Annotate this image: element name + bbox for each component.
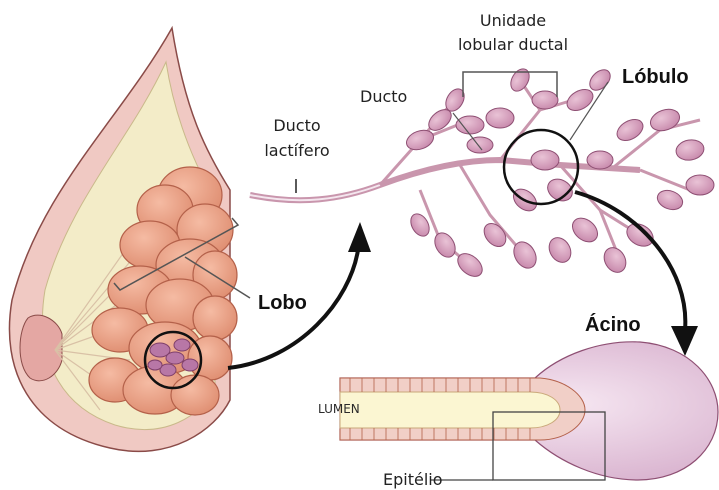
label-lobulo: Lóbulo <box>622 65 689 89</box>
duct-tree <box>250 66 714 281</box>
lumen-channel <box>340 392 560 428</box>
arrow-lobule-to-acinus <box>575 192 685 330</box>
acinus-detail <box>340 342 718 480</box>
label-ducto: Ducto <box>360 86 407 107</box>
duct-tree-acini <box>404 66 714 281</box>
label-lumen: LUMEN <box>318 402 360 416</box>
label-unidade-line1: Unidade <box>473 10 553 31</box>
breast-cross-section <box>9 28 250 451</box>
label-epitelio: Epitélio <box>383 469 443 490</box>
label-acino: Ácino <box>585 313 641 337</box>
label-ducto-lactifero-line2: lactífero <box>257 140 337 161</box>
label-ducto-lactifero-line1: Ducto <box>262 115 332 136</box>
label-lobo: Lobo <box>258 291 307 315</box>
arrow-head-up <box>348 222 371 252</box>
label-unidade-line2: lobular ductal <box>448 34 578 55</box>
